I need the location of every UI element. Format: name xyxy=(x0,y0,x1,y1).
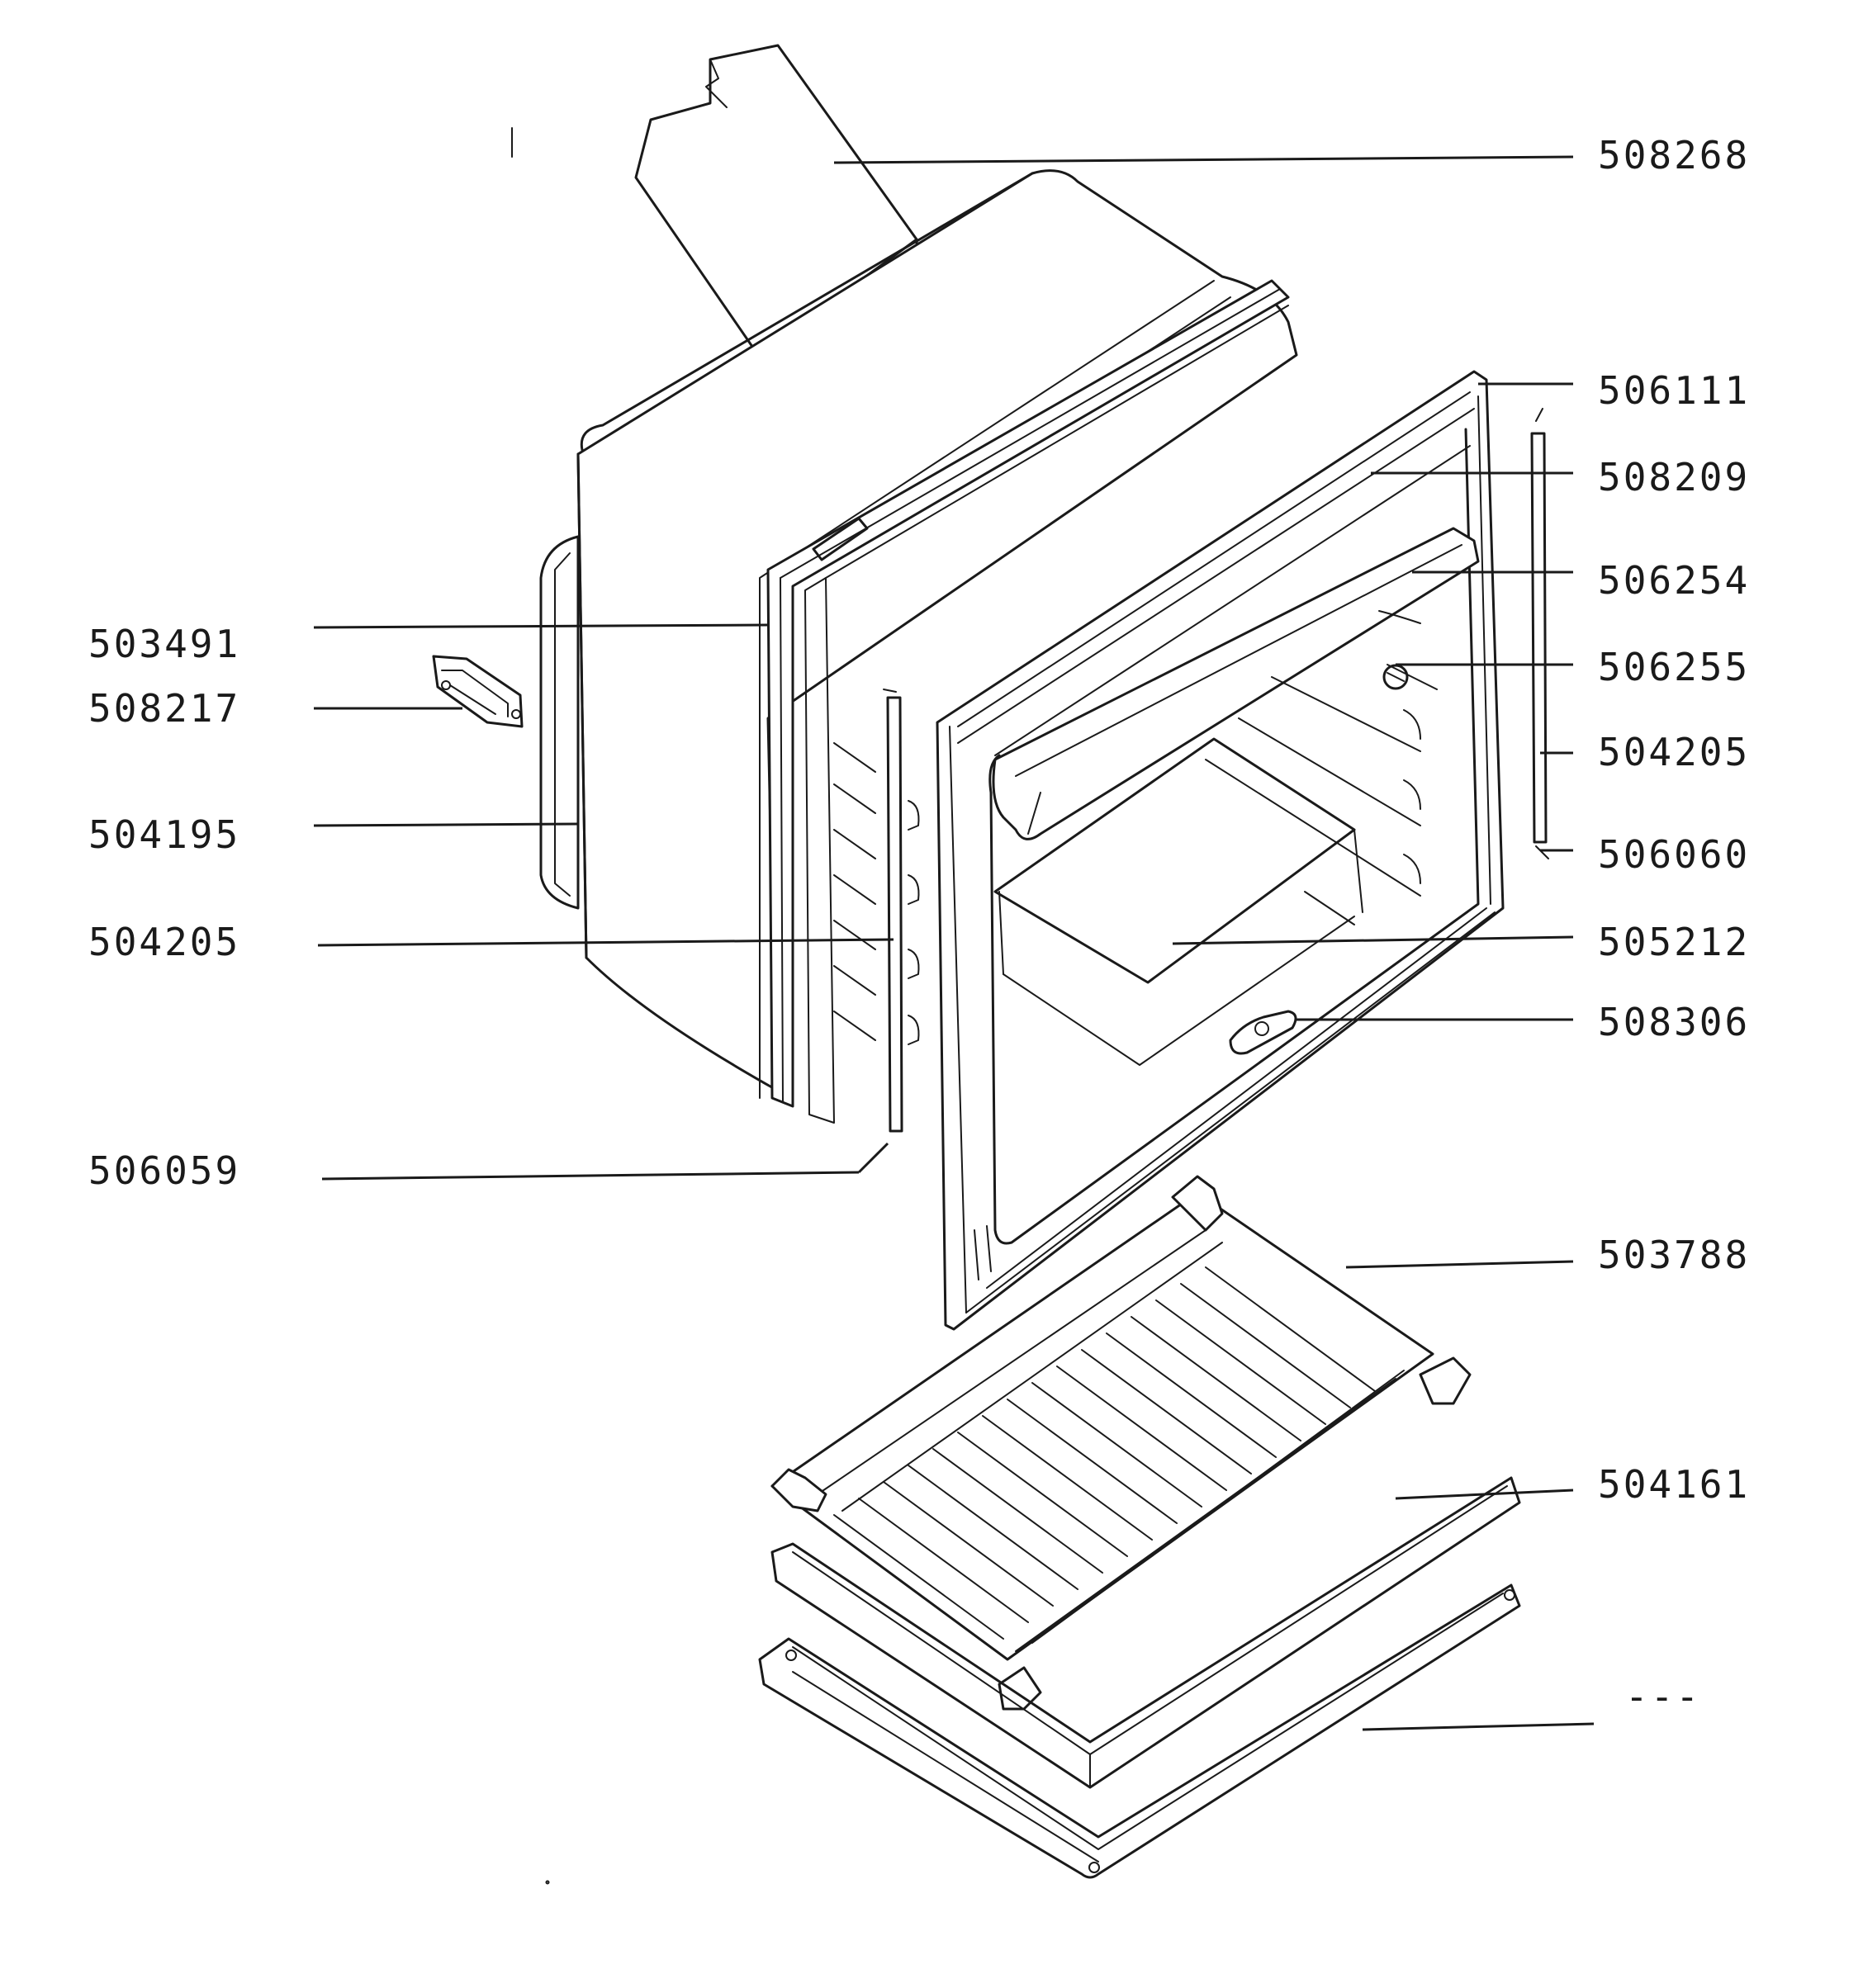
label-506059: 506059 xyxy=(88,1148,241,1193)
label-508217: 508217 xyxy=(88,686,241,731)
left-side-runners-part xyxy=(833,689,920,1133)
label-504205-left: 504205 xyxy=(88,920,241,964)
label-504195: 504195 xyxy=(88,812,241,857)
label-508306: 508306 xyxy=(1598,1000,1751,1044)
label-504205-right: 504205 xyxy=(1598,730,1751,774)
label-505212: 505212 xyxy=(1598,920,1751,964)
drip-tray-part xyxy=(770,1476,1521,1789)
label-504161: 504161 xyxy=(1598,1462,1751,1507)
stray-dot xyxy=(545,1880,550,1885)
label-506255: 506255 xyxy=(1598,645,1751,689)
front-gasket-part xyxy=(766,279,1290,1124)
oven-rack-part xyxy=(770,1175,1472,1711)
label-503788: 503788 xyxy=(1598,1233,1751,1277)
top-heating-element-part xyxy=(992,527,1480,840)
bottom-panel-part xyxy=(758,1583,1521,1879)
label-506111: 506111 xyxy=(1598,368,1751,413)
label-503491: 503491 xyxy=(88,622,241,666)
label-506060: 506060 xyxy=(1598,832,1751,877)
side-bracket-part xyxy=(432,655,524,728)
door-latch-part xyxy=(1229,1010,1297,1055)
label-unknown-part: --- xyxy=(1625,1674,1702,1719)
leader-lines xyxy=(313,155,1595,1731)
label-506254: 506254 xyxy=(1598,558,1751,603)
label-508268: 508268 xyxy=(1598,133,1751,178)
bottom-glass-panel-part xyxy=(993,737,1363,1066)
label-508209: 508209 xyxy=(1598,455,1751,499)
